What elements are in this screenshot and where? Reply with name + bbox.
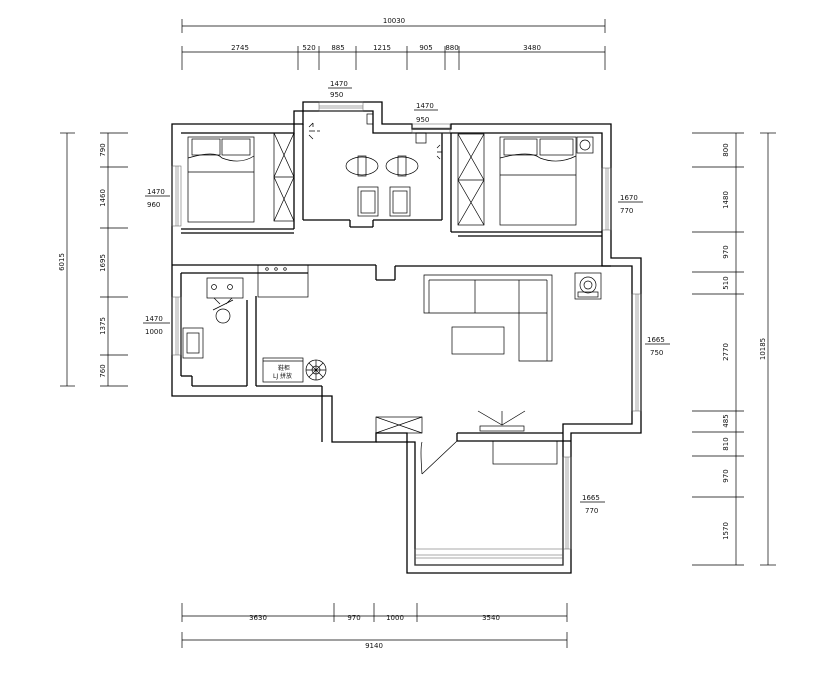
wardrobe-right [457, 133, 485, 226]
window-height-label: 770 [585, 507, 598, 515]
right-segment-dimension: 2770 [722, 343, 730, 361]
window-height-label: 950 [330, 91, 343, 99]
left-segment-dimension: 1460 [99, 189, 107, 207]
right-total-dimension: 10185 [759, 338, 767, 360]
shoe-cabinet: 鞋柜 LJ 拼放 [262, 357, 304, 383]
window-height-label: 950 [416, 116, 429, 124]
window-bedroom-right [601, 167, 612, 231]
window-width-label: 1470 [147, 188, 165, 196]
right-segment-dimension: 800 [722, 143, 730, 156]
top-segment-dimension: 520 [302, 44, 315, 52]
window-width-label: 1470 [145, 315, 163, 323]
top-segment-dimension: 1215 [373, 44, 391, 52]
top-segment-dimension: 3480 [523, 44, 541, 52]
top-segment-dimension: 885 [331, 44, 344, 52]
top-segment-dimension: 2745 [231, 44, 249, 52]
doors [420, 440, 458, 475]
window-labels: 1470 950 1470 950 1470 960 1670 770 1470… [143, 80, 670, 515]
window-height-label: 960 [147, 201, 160, 209]
windows [171, 101, 642, 566]
top-segment-dimension: 880 [445, 44, 458, 52]
window-balcony-bottom [414, 548, 564, 566]
bottom-segment-dimension: 970 [347, 614, 360, 622]
right-segment-dimension: 485 [722, 414, 730, 427]
right-segment-dimension: 810 [722, 437, 730, 450]
window-width-label: 1665 [582, 494, 600, 502]
left-total-dimension: 6015 [58, 253, 66, 271]
coffee-table [451, 326, 505, 355]
right-segment-dimension: 970 [722, 245, 730, 258]
right-segment-dimension: 970 [722, 469, 730, 482]
furniture: 鞋柜 LJ 拼放 [182, 113, 602, 465]
bed-left [187, 136, 255, 223]
top-segment-dimension: 905 [419, 44, 432, 52]
dimension-lines: 10030 2745 520 885 1215 905 880 3480 [58, 17, 776, 650]
top-total-dimension: 10030 [383, 17, 405, 25]
left-segment-dimension: 1695 [99, 254, 107, 272]
window-bathroom-top [318, 101, 364, 112]
plant-icon [305, 359, 327, 381]
window-bedroom-left [171, 165, 182, 227]
window-balcony-side [562, 456, 572, 550]
window-width-label: 1470 [416, 102, 434, 110]
shoe-cabinet-sublabel: LJ 拼放 [273, 372, 292, 380]
kitchen-counter [182, 264, 309, 359]
walls [171, 101, 642, 574]
entry-cabinet [375, 416, 423, 434]
bed-right [499, 136, 594, 226]
right-segment-dimension: 510 [722, 276, 730, 289]
window-kitchen [171, 296, 182, 356]
window-width-label: 1470 [330, 80, 348, 88]
right-segment-dimension: 1570 [722, 522, 730, 540]
left-segment-dimension: 790 [99, 143, 107, 156]
window-height-label: 770 [620, 207, 633, 215]
left-segment-dimension: 760 [99, 364, 107, 377]
washing-machine [574, 272, 602, 300]
wardrobe-left [273, 132, 295, 222]
bottom-segment-dimension: 3540 [482, 614, 500, 622]
entry-door [420, 440, 458, 475]
sofa [423, 274, 553, 362]
window-width-label: 1665 [647, 336, 665, 344]
shoe-cabinet-label: 鞋柜 [278, 364, 290, 372]
tv-unit [477, 410, 558, 465]
bottom-segment-dimension: 1000 [386, 614, 404, 622]
left-segment-dimension: 1375 [99, 317, 107, 335]
bottom-segment-dimension: 3630 [249, 614, 267, 622]
window-height-label: 1000 [145, 328, 163, 336]
window-living-room [631, 293, 642, 412]
bottom-total-dimension: 9140 [365, 642, 383, 650]
window-height-label: 750 [650, 349, 663, 357]
window-bathroom-right [411, 123, 451, 134]
bathroom-fixtures [308, 113, 442, 217]
right-segment-dimension: 1480 [722, 191, 730, 209]
window-width-label: 1670 [620, 194, 638, 202]
